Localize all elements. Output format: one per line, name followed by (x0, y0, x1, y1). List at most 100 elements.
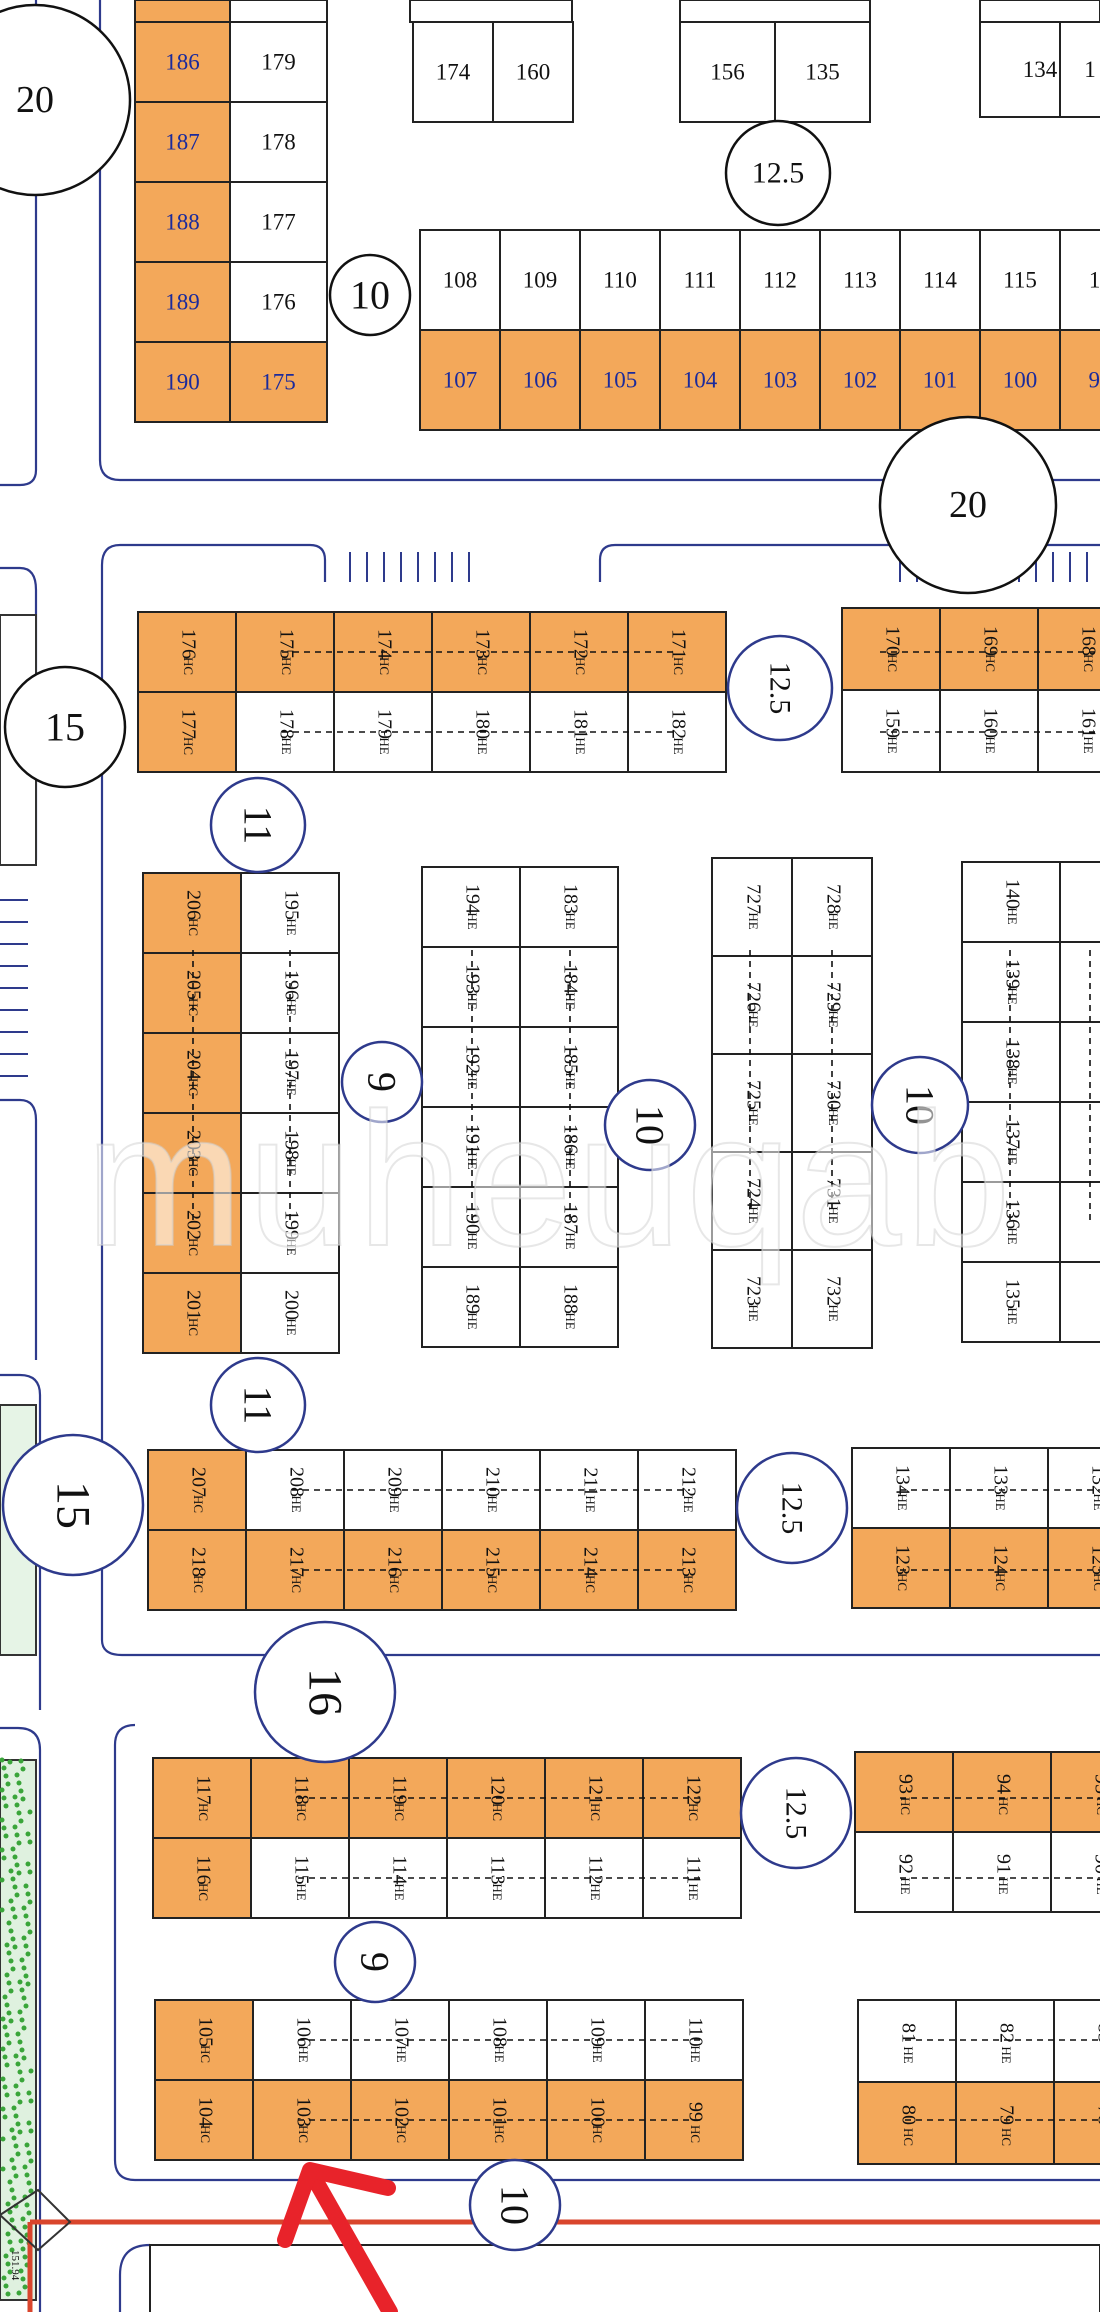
circle-label: 10 (898, 1085, 943, 1125)
green-dot (20, 2246, 26, 2252)
green-dot (3, 1773, 9, 1779)
plot-cell (1059, 1181, 1100, 1263)
road-line (0, 1373, 42, 1710)
plot-number: 724 (742, 1178, 764, 1208)
green-dot (12, 1944, 18, 1950)
plot-code: HC (392, 1803, 407, 1821)
plot-number: 198 (280, 1130, 302, 1160)
plot-number: 101 (488, 2097, 510, 2127)
plot-number: 135 (805, 59, 840, 84)
plot-number: 212 (677, 1467, 699, 1497)
plot-number: 90 (1090, 1854, 1100, 1874)
plot-number: 217 (285, 1547, 307, 1577)
green-dot (1, 1795, 7, 1801)
plot-number: 104 (683, 367, 718, 392)
plot-cell (857, 1999, 957, 2083)
green-dot (21, 1965, 27, 1971)
plot-label-group: 156 (710, 59, 745, 84)
plot-label-group: 110 (603, 267, 637, 292)
green-dot (13, 2173, 19, 2179)
green-dot (23, 2003, 29, 2009)
circle-ring (3, 665, 127, 789)
plot-label-group: 176 (261, 289, 296, 314)
green-dot (14, 1802, 20, 1808)
plot-code: HE (284, 998, 299, 1015)
plot-code: HE (885, 736, 900, 753)
plot-number: 108 (488, 2017, 510, 2047)
plot-code: HC (198, 2125, 213, 2143)
green-dot (21, 2055, 27, 2061)
green-dot (8, 2018, 14, 2024)
plot-label-group: 112 (763, 267, 797, 292)
plot-cell (412, 21, 494, 123)
plot-number: 200 (280, 1290, 302, 1320)
plot-cell (711, 1151, 793, 1251)
plot-number: 99 (684, 2102, 706, 2122)
plot-label-group: 174 (436, 59, 471, 84)
circle-label: 10 (628, 1105, 673, 1145)
plot-label-group: 111 (684, 267, 717, 292)
plot-code: HC (1091, 1573, 1100, 1591)
green-dot (12, 1794, 18, 1800)
plot-cell (711, 1249, 793, 1349)
green-dot (26, 2090, 32, 2096)
plot-number: 207 (187, 1467, 209, 1497)
plot-code: HE (377, 737, 392, 754)
green-dot (2, 1994, 8, 2000)
circle-ring (328, 253, 412, 337)
plot-number: 101 (923, 367, 958, 392)
plot-cell (854, 1831, 954, 1913)
plot-label-group: 113 (843, 267, 877, 292)
plot-code: HE (465, 1312, 480, 1329)
green-dot (0, 1757, 5, 1763)
plot-number: 189 (461, 1284, 483, 1314)
plot-code: HE (284, 1158, 299, 1175)
plot-number: 113 (486, 1855, 508, 1884)
plot-cell (240, 872, 340, 954)
plot-code: HE (681, 1495, 696, 1512)
circle-marker-c9a: 9 (340, 1040, 424, 1124)
plot-code: HC (688, 2125, 703, 2143)
plot-cell (739, 329, 821, 431)
green-dot (17, 2099, 23, 2105)
circle-ring (209, 776, 307, 874)
plot-number: 188 (559, 1284, 581, 1314)
plot-cell (240, 1272, 340, 1354)
plot-code: HE (475, 737, 490, 754)
plot-cell (961, 1021, 1061, 1103)
plot-code: HE (465, 1232, 480, 1249)
green-dot (5, 2291, 11, 2297)
plot-number: 112 (584, 1855, 606, 1884)
green-dot (10, 1906, 16, 1912)
green-dot (22, 2254, 28, 2260)
plot-cell (952, 1751, 1052, 1833)
plot-code: HC (1094, 1797, 1100, 1815)
plot-code: HC (590, 2125, 605, 2143)
plot-code: HE (563, 912, 578, 929)
plot-code: HE (898, 1877, 913, 1894)
green-dot (17, 2069, 23, 2075)
plot-code: HC (191, 1575, 206, 1593)
plot-cell (137, 611, 237, 693)
plot-code: HE (392, 1883, 407, 1900)
plot-code: HE (289, 1495, 304, 1512)
plot-code: HE (563, 992, 578, 1009)
plot-cell (679, 0, 871, 23)
plot-label-group: 160 (516, 59, 551, 84)
